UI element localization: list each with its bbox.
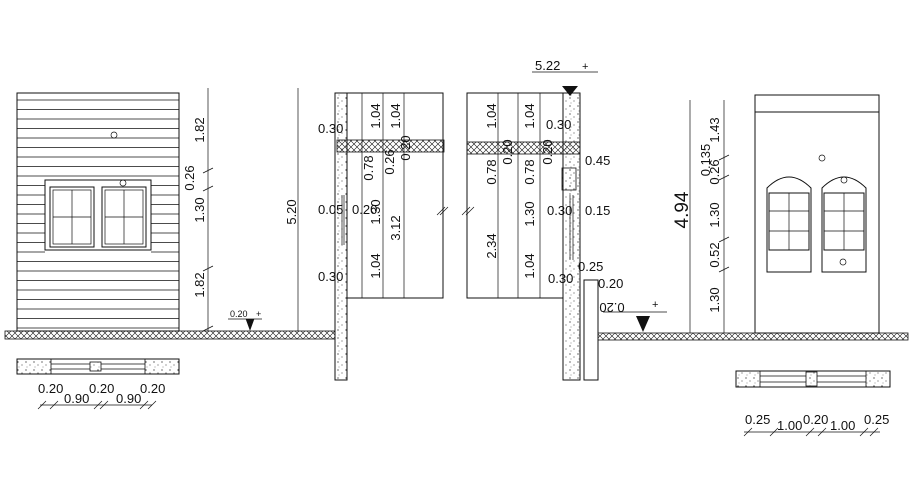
sr-top-plus: + xyxy=(582,61,588,73)
left-plan: 0.20 0.20 0.20 0.90 0.90 xyxy=(16,358,180,410)
sr-030-a: 0.30 xyxy=(546,117,571,132)
plan-left-dim-020-b: 0.20 xyxy=(89,381,114,396)
dim-182-bottom: 1.82 xyxy=(192,272,207,297)
sr-104-a: 1.04 xyxy=(484,103,499,128)
sl-078: 0.78 xyxy=(361,155,376,180)
sr-025: 0.25 xyxy=(578,259,603,274)
sl-020-b: 0.20 xyxy=(398,135,413,160)
sl-130: 1.30 xyxy=(368,199,383,224)
left-elevation-dimensions: 1.82 0.26 1.30 1.82 0.20 + xyxy=(182,88,262,332)
er-130-b: 1.30 xyxy=(707,287,722,312)
sl-030-bottom: 0.30 xyxy=(318,269,343,284)
plan-right-dim-100-b: 1.00 xyxy=(830,418,855,433)
ground-line-left xyxy=(4,330,336,340)
sr-020-a: 0.20 xyxy=(500,139,515,164)
sr-level: 0.20 xyxy=(599,300,624,315)
sr-104-c: 1.04 xyxy=(522,253,537,278)
sr-045: 0.45 xyxy=(585,153,610,168)
level-plus: + xyxy=(256,309,261,319)
right-plan: 0.25 0.20 0.25 1.00 1.00 xyxy=(735,370,891,437)
sr-078-b: 0.78 xyxy=(522,159,537,184)
plan-left-dim-090-a: 0.90 xyxy=(64,391,89,406)
er-130-a: 1.30 xyxy=(707,202,722,227)
sr-top-level: 5.22 xyxy=(535,58,560,73)
sr-015: 0.15 xyxy=(585,203,610,218)
sl-104-c: 1.04 xyxy=(388,103,403,128)
plan-right-dim-025-b: 0.25 xyxy=(864,412,889,427)
sr-level-plus: + xyxy=(652,299,658,311)
sl-026: 0.26 xyxy=(382,149,397,174)
plan-left-dim-020-a: 0.20 xyxy=(38,381,63,396)
sl-312: 3.12 xyxy=(388,215,403,240)
section-left-overall: 5.20 xyxy=(284,199,299,224)
er-052: 0.52 xyxy=(707,242,722,267)
ground-line-right xyxy=(597,332,909,341)
plan-right-dim-020: 0.20 xyxy=(803,412,828,427)
sr-020-c: 0.20 xyxy=(598,276,623,291)
sr-078-a: 0.78 xyxy=(484,159,499,184)
sr-234: 2.34 xyxy=(484,233,499,258)
right-section: 5.22 + 1.04 0.78 2.34 1.04 0.30 0.20 0.7… xyxy=(461,58,667,381)
sl-030-top: 0.30 xyxy=(318,121,343,136)
dim-182-top: 1.82 xyxy=(192,117,207,142)
sl-104-b: 1.04 xyxy=(368,253,383,278)
siding-lines xyxy=(17,99,179,329)
plan-left-dim-090-b: 0.90 xyxy=(116,391,141,406)
left-elevation xyxy=(16,92,180,332)
er-026: 0.26 xyxy=(707,159,722,184)
er-143: 1.43 xyxy=(707,117,722,142)
sl-104-a: 1.04 xyxy=(368,103,383,128)
sr-030-b: 0.30 xyxy=(547,203,572,218)
plan-left-dim-020-c: 0.20 xyxy=(140,381,165,396)
level-left: 0.20 xyxy=(230,309,248,319)
sr-104-b: 1.04 xyxy=(522,103,537,128)
er-0135: 0.135 xyxy=(698,144,713,177)
sr-030-c: 0.30 xyxy=(548,271,573,286)
plan-right-dim-100-a: 1.00 xyxy=(777,418,802,433)
dim-026: 0.26 xyxy=(182,165,197,190)
right-elevation: 4.94 1.43 0.135 0.26 1.30 0.52 1.30 xyxy=(672,94,880,334)
dim-130: 1.30 xyxy=(192,197,207,222)
plan-right-dim-025-a: 0.25 xyxy=(745,412,770,427)
left-section: 5.20 0.30 0.05 0.30 1.04 0.78 1.30 1.04 … xyxy=(284,88,449,381)
sl-020-a: 0.20 xyxy=(352,202,377,217)
sr-130: 1.30 xyxy=(522,201,537,226)
er-overall: 4.94 xyxy=(672,191,693,228)
sr-020-b: 0.20 xyxy=(540,139,555,164)
sl-005: 0.05 xyxy=(318,202,343,217)
